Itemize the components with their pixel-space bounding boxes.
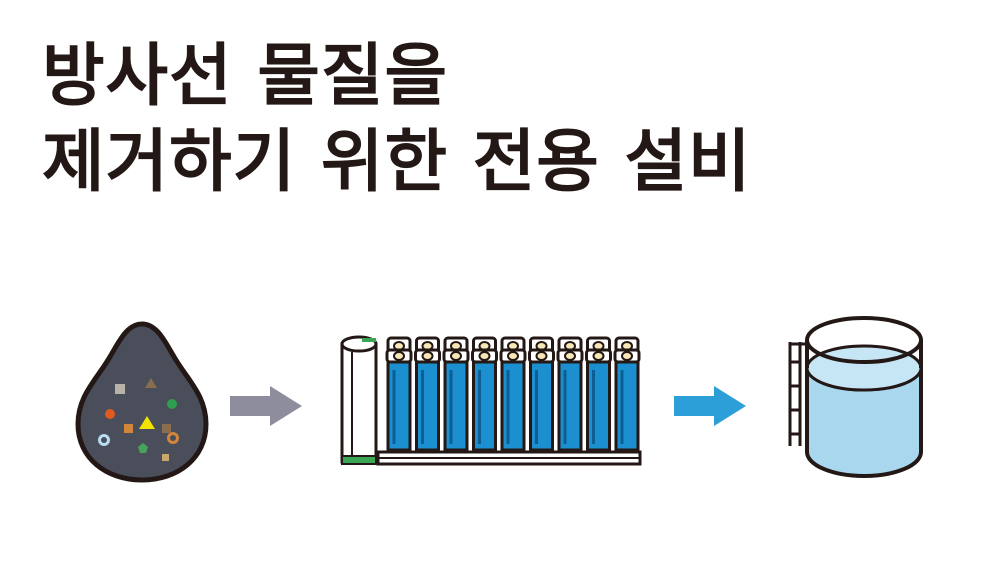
gray-arrow-icon [230,386,302,426]
title-line-1: 방사선 물질을 [42,37,449,116]
page-title: 방사선 물질을 제거하기 위한 전용 설비 [42,34,752,206]
contaminated-water-drop-icon [75,321,209,483]
adsorption-cylinder-rack-icon [340,335,642,466]
blue-arrow-icon [674,386,746,426]
title-line-2: 제거하기 위한 전용 설비 [42,123,752,202]
process-diagram [0,300,1001,500]
clean-water-tank-icon [788,316,923,478]
